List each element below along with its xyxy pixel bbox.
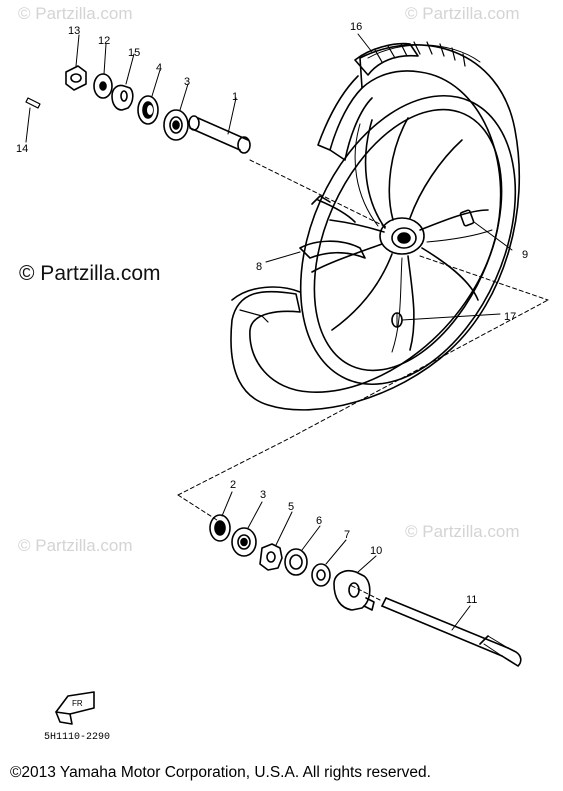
- watermark-mid-left: © Partzilla.com: [18, 536, 133, 555]
- watermark-mid-right: © Partzilla.com: [405, 522, 520, 541]
- callout-6: 6: [316, 515, 322, 527]
- callout-10: 10: [370, 545, 382, 557]
- callout-1: 1: [232, 91, 238, 103]
- callout-3-top: 3: [184, 76, 190, 88]
- callout-14: 14: [16, 143, 28, 155]
- watermark-top-left: © Partzilla.com: [18, 4, 133, 23]
- top-parts: [25, 65, 389, 229]
- callout-11: 11: [466, 594, 477, 606]
- leader-lines: [25, 33, 513, 631]
- callout-9: 9: [522, 249, 528, 261]
- partzilla-watermark: © Partzilla.com: [19, 262, 161, 285]
- callout-3-bottom: 3: [260, 489, 266, 501]
- wheel-assembly: [230, 41, 521, 411]
- bottom-parts: [177, 255, 549, 667]
- callout-16: 16: [350, 21, 362, 33]
- callout-8: 8: [256, 261, 262, 273]
- callout-labels: 13 12 15 4 3 1 14 16 8 9 17 2 3 5 6 7 10…: [16, 21, 528, 606]
- svg-text:FR: FR: [72, 699, 83, 708]
- callout-5: 5: [288, 501, 294, 513]
- callout-4: 4: [156, 62, 162, 74]
- callout-15: 15: [128, 47, 140, 59]
- callout-13: 13: [68, 25, 80, 37]
- callout-12: 12: [98, 35, 110, 47]
- callout-7: 7: [344, 529, 350, 541]
- callout-2: 2: [230, 479, 236, 491]
- watermark-top-right: © Partzilla.com: [405, 4, 520, 23]
- front-arrow-icon: FR: [55, 691, 95, 725]
- diagram-code: 5H1110-2290: [44, 732, 111, 743]
- copyright-notice: ©2013 Yamaha Motor Corporation, U.S.A. A…: [10, 764, 431, 781]
- callout-17: 17: [504, 311, 516, 323]
